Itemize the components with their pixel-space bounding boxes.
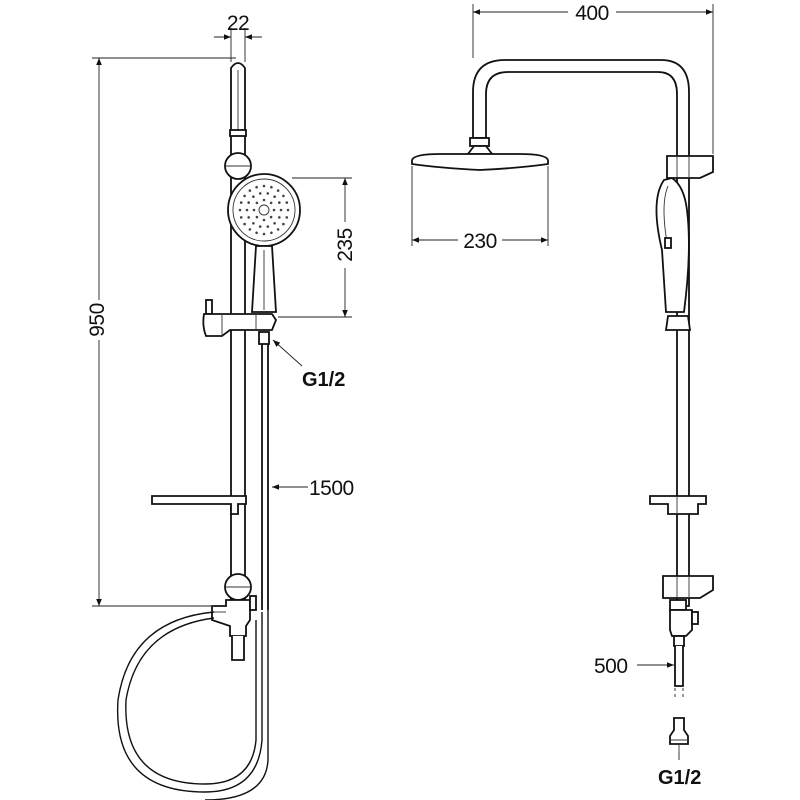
nozzle-dot — [262, 184, 266, 188]
nozzle-dot — [262, 218, 266, 222]
nozzle-dot — [247, 216, 250, 219]
extension-pipe — [674, 646, 684, 687]
nozzle-dot — [286, 208, 290, 212]
top-bracket — [666, 155, 714, 179]
hose-nut — [258, 331, 270, 345]
dim-label-235: 235 — [334, 228, 357, 262]
nozzle-dot — [270, 231, 273, 235]
bottom-inlet — [669, 717, 689, 752]
nozzle-dot — [276, 189, 280, 192]
dim-head-diameter: 230 — [411, 166, 549, 253]
nozzle-dot — [255, 215, 259, 219]
overhead-arm — [472, 59, 690, 607]
nozzle-dot — [258, 225, 262, 228]
callout-thread-right: G1/2 — [658, 752, 701, 789]
nozzle-dot — [238, 208, 242, 212]
nozzle-dot — [262, 232, 266, 236]
callout-extension-length: 500 — [594, 655, 674, 678]
soap-tray — [151, 495, 247, 515]
hose-upper — [261, 344, 269, 610]
thread-label-right: G1/2 — [658, 767, 701, 789]
dim-arm-width: 400 — [472, 2, 714, 154]
nozzle-dot — [270, 185, 273, 189]
front-view: 22 950 235 G1/2 1500 — [86, 12, 357, 800]
thread-label-left: G1/2 — [302, 369, 345, 391]
nozzle-dot — [278, 201, 281, 204]
nozzle-dot — [272, 208, 276, 212]
nozzle-dot — [255, 185, 258, 189]
nozzle-dot — [255, 201, 259, 205]
dim-label-400: 400 — [575, 2, 609, 25]
nozzle-dot — [248, 228, 252, 231]
nozzle-dot — [252, 195, 255, 198]
diverter-valve — [211, 595, 257, 637]
hose-loop — [116, 611, 263, 793]
side-soap-tray — [649, 495, 707, 515]
nozzle-dot — [243, 194, 246, 198]
nozzle-dot — [282, 194, 285, 198]
nozzle-dot — [255, 231, 258, 235]
nozzle-dot — [285, 216, 289, 219]
dim-total-height: 950 — [86, 57, 236, 607]
nozzle-dot — [245, 208, 249, 212]
side-view: 400 230 500 G1/2 — [411, 2, 714, 789]
callout-hose-length: 1500 — [272, 477, 354, 500]
nozzle-dot — [243, 222, 246, 226]
rail — [230, 62, 246, 611]
extension-label: 500 — [594, 655, 628, 678]
nozzle-dot — [266, 225, 270, 228]
side-holder — [664, 315, 692, 331]
nozzle-dot — [262, 198, 266, 202]
nozzle-dot — [269, 201, 273, 205]
nozzle-dot — [239, 201, 243, 204]
hose-length-label: 1500 — [309, 477, 354, 500]
nozzle-dot — [258, 192, 262, 195]
hand-shower-profile — [655, 177, 690, 313]
nozzle-dot — [252, 222, 255, 225]
nozzle-dot — [282, 222, 285, 226]
slider-holder — [202, 299, 278, 337]
rail-band — [229, 129, 247, 137]
dim-label-950: 950 — [86, 303, 109, 337]
nozzle-dot — [276, 228, 280, 231]
nozzle-dot — [273, 195, 276, 198]
dim-rail-diameter: 22 — [214, 12, 262, 62]
nozzle-dot — [285, 201, 289, 204]
inlet-pipe — [231, 636, 245, 661]
nozzle-dot — [278, 216, 281, 219]
lower-bracket — [662, 575, 714, 599]
rain-shower-head — [411, 153, 549, 171]
side-diverter — [669, 599, 699, 647]
dim-hand-shower: 235 — [278, 177, 357, 318]
nozzle-dot — [269, 215, 273, 219]
nozzle-dot — [247, 201, 250, 204]
nozzle-dot — [252, 208, 256, 212]
nozzle-dot — [279, 208, 283, 212]
dim-label-230: 230 — [463, 230, 497, 253]
nozzle-dot — [266, 192, 270, 195]
callout-thread-left: G1/2 — [272, 339, 345, 391]
head-joint — [469, 137, 490, 147]
dim-label-22: 22 — [227, 12, 249, 35]
hand-shower-nozzles — [238, 184, 290, 236]
nozzle-dot — [248, 189, 252, 192]
nozzle-dot — [239, 216, 243, 219]
nozzle-dot — [273, 222, 276, 225]
